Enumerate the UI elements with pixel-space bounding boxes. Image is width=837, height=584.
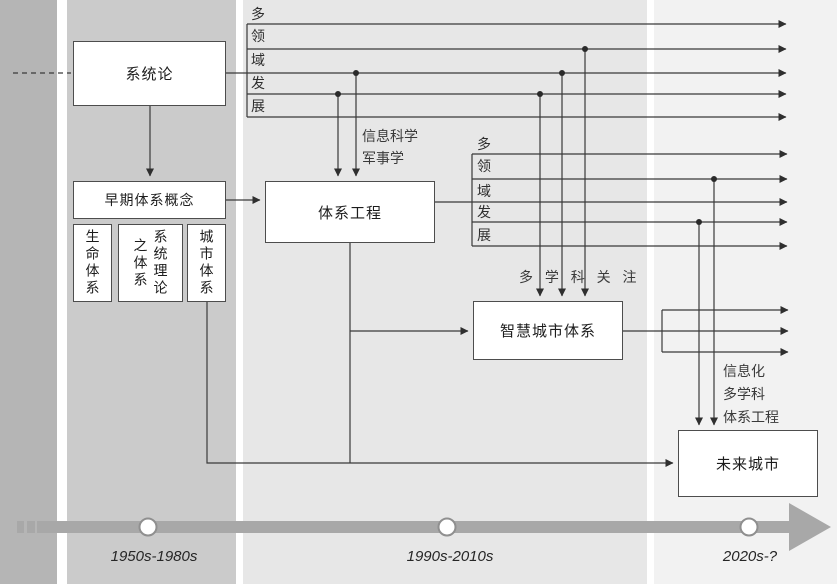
- label-multidisciplinary: 多学科: [723, 386, 765, 402]
- node-urban-system-label: 城市体系: [198, 229, 215, 297]
- multi-domain-char-4: 发: [251, 75, 265, 91]
- node-early-sos-concept: 早期体系概念: [73, 181, 226, 219]
- multi-domain2-char-3: 域: [477, 183, 491, 199]
- era-label-2020s: 2020s-?: [722, 548, 778, 565]
- label-sos-engineering-edge: 体系工程: [723, 409, 779, 425]
- era-label-1950s-1980s: 1950s-1980s: [110, 548, 198, 565]
- multi-domain-char-1: 多: [251, 6, 265, 22]
- timeline-marker-3: [739, 517, 759, 537]
- label-information-science: 信息科学: [362, 128, 418, 144]
- multi-domain-char-2: 领: [251, 28, 265, 44]
- multi-domain-char-5: 展: [251, 98, 265, 114]
- node-life-system: 生命体系: [73, 224, 112, 302]
- label-multidisciplinary-attention: 多 学 科 关 注: [519, 269, 641, 285]
- label-informatization: 信息化: [723, 363, 765, 379]
- multi-domain2-char-1: 多: [477, 136, 491, 152]
- node-smart-city-sos: 智慧城市体系: [473, 301, 623, 360]
- era-band-1990s-2010s: [243, 0, 647, 584]
- label-sos-engineering-inputs: 信息科学 军事学: [362, 125, 418, 169]
- timeline-arrowhead: [789, 503, 831, 551]
- node-sos-engineering: 体系工程: [265, 181, 435, 243]
- node-urban-system: 城市体系: [187, 224, 226, 302]
- node-system-theory-sos: 系统理论 之体系: [118, 224, 183, 302]
- node-system-theory-sos-label: 系统理论 之体系: [132, 229, 169, 297]
- era-label-1990s-2010s: 1990s-2010s: [406, 548, 494, 565]
- node-life-system-label: 生命体系: [84, 229, 101, 297]
- label-military-science: 军事学: [362, 150, 404, 166]
- junction-dots: [335, 46, 717, 225]
- multi-domain2-char-4: 发: [477, 204, 491, 220]
- timeline-axis: [17, 503, 831, 551]
- timeline-marker-1: [138, 517, 158, 537]
- node-future-city: 未来城市: [678, 430, 818, 497]
- node-systems-theory: 系统论: [73, 41, 226, 106]
- timeline-marker-2: [437, 517, 457, 537]
- multi-domain2-char-2: 领: [477, 158, 491, 174]
- label-future-city-inputs: 信息化 多学科 体系工程: [723, 360, 779, 429]
- left-margin-band: [0, 0, 57, 584]
- multi-domain2-char-5: 展: [477, 227, 491, 243]
- multi-domain-char-3: 域: [251, 52, 265, 68]
